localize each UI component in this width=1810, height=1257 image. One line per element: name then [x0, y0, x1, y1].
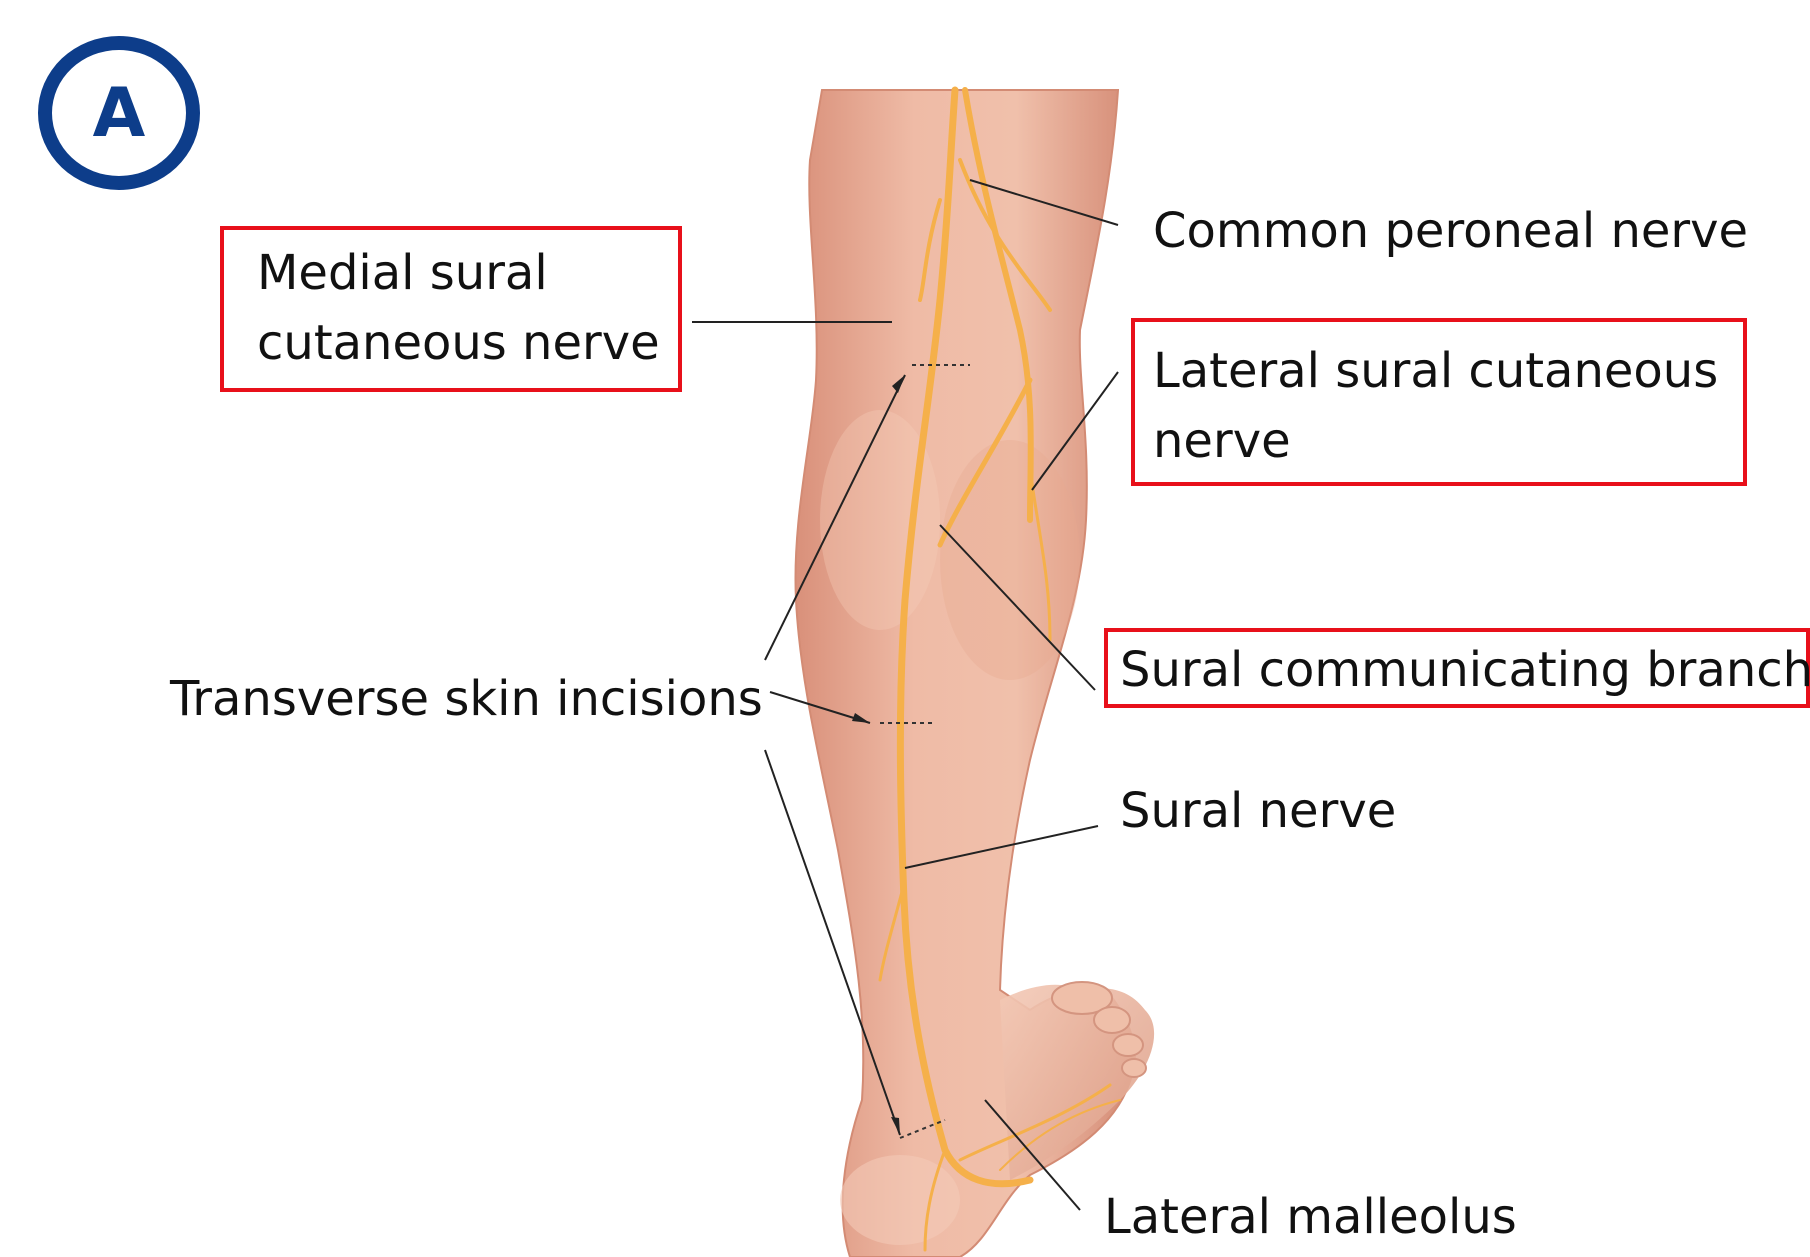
panel-letter: A [93, 74, 146, 153]
label-lateral-sural-line2: nerve [1153, 406, 1291, 476]
panel-badge: A [38, 36, 200, 190]
label-common-peroneal-nerve: Common peroneal nerve [1153, 196, 1748, 266]
label-lateral-sural-line1: Lateral sural cutaneous [1153, 336, 1718, 406]
label-medial-sural-line2: cutaneous nerve [257, 308, 660, 378]
label-medial-sural-line1: Medial sural [257, 238, 548, 308]
label-lateral-malleolus: Lateral malleolus [1104, 1182, 1517, 1252]
label-sural-communicating-branch: Sural communicating branch [1120, 635, 1810, 705]
label-sural-nerve: Sural nerve [1120, 776, 1396, 846]
label-transverse-skin-incisions: Transverse skin incisions [170, 664, 763, 734]
